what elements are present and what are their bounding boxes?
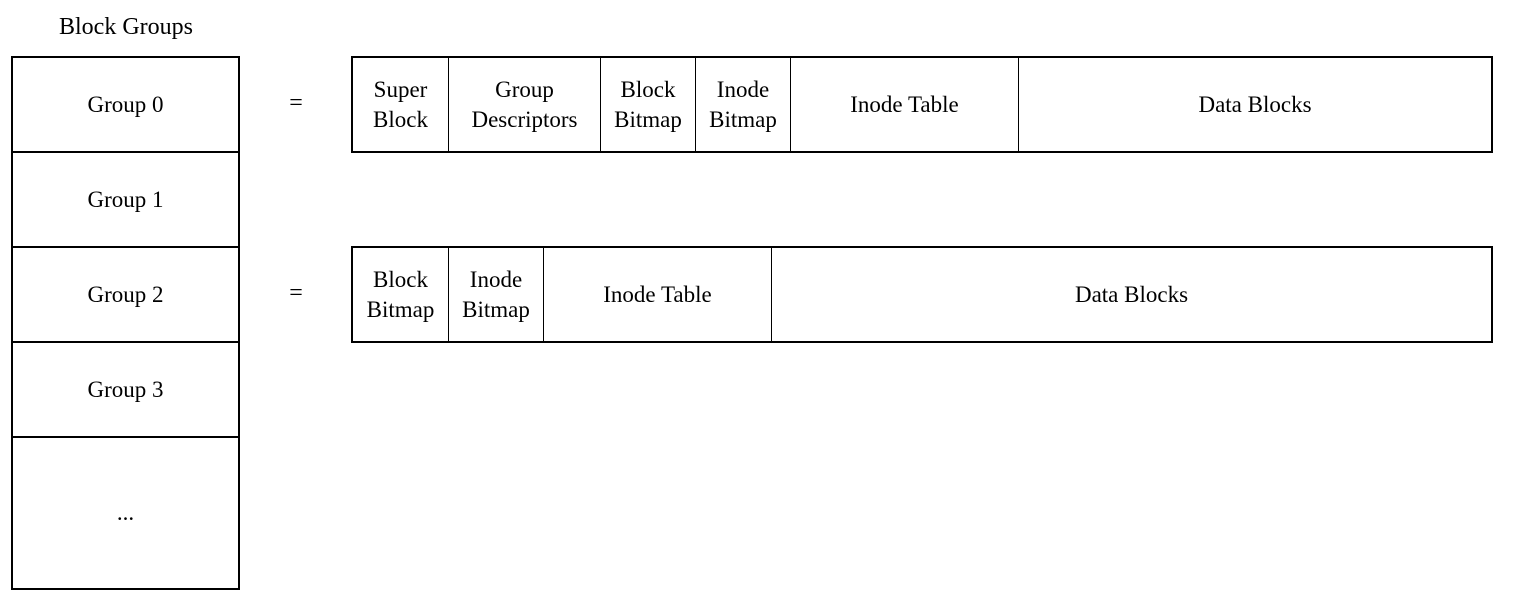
- group-3-cell: Group 3: [13, 343, 238, 438]
- diagram-title: Block Groups: [59, 13, 193, 40]
- inode-table-segment: Inode Table: [544, 248, 772, 341]
- group-2-cell: Group 2: [13, 248, 238, 343]
- block-groups-column: Group 0 Group 1 Group 2 Group 3 ...: [11, 56, 240, 590]
- group-0-cell: Group 0: [13, 58, 238, 153]
- data-blocks-segment: Data Blocks: [1198, 91, 1312, 117]
- group-1-cell: Group 1: [13, 153, 238, 248]
- equals-sign-group-0: =: [289, 89, 303, 116]
- more-groups-cell: ...: [116, 500, 135, 525]
- inode-table-segment: Inode Table: [791, 58, 1019, 151]
- data-blocks-segment: Data Blocks: [1074, 281, 1189, 307]
- equals-sign-group-2: =: [289, 279, 303, 306]
